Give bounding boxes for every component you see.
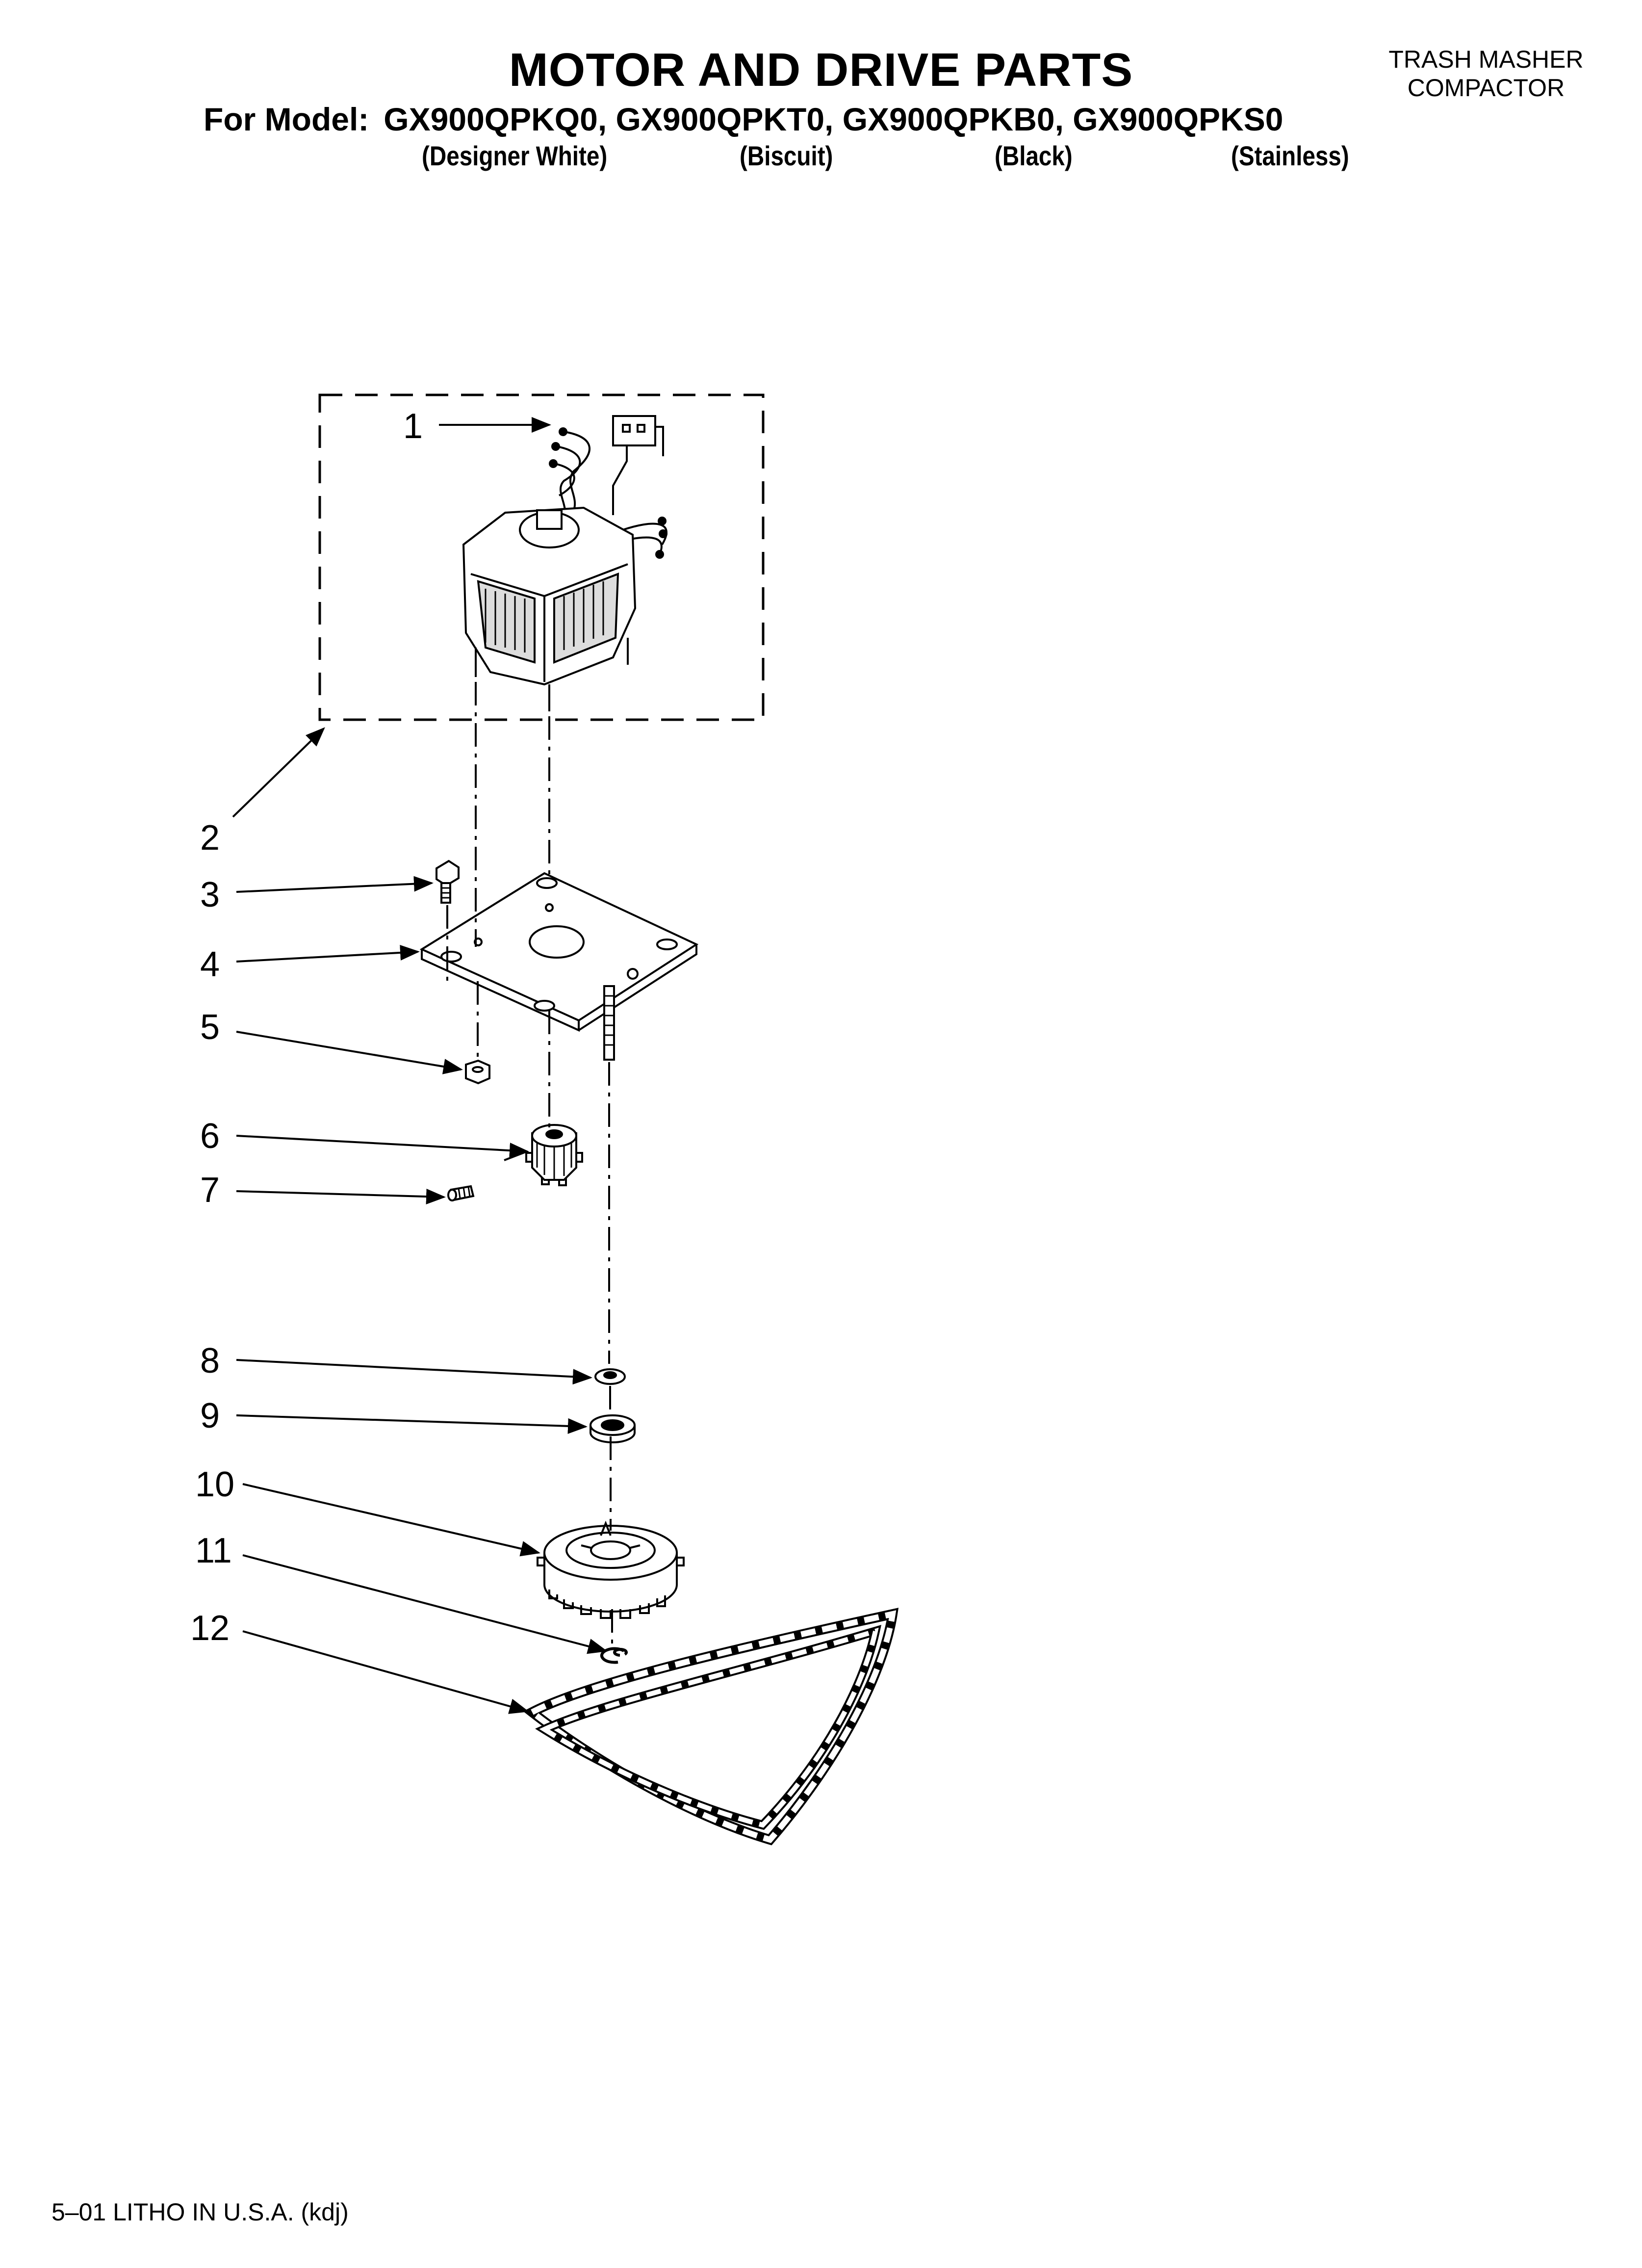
callout-11: 11 <box>195 1531 232 1570</box>
wiring-harness-part <box>549 415 667 559</box>
drive-gear-part <box>525 1124 583 1186</box>
variant-black: (Black) <box>995 140 1073 171</box>
bolt-part <box>436 860 460 904</box>
callout-9: 9 <box>200 1396 220 1435</box>
bearing-washer-part <box>590 1414 636 1443</box>
mounting-plate-part <box>419 872 699 1061</box>
callout-7: 7 <box>200 1171 220 1210</box>
set-screw-part <box>447 1185 475 1201</box>
large-sprocket-part <box>537 1520 685 1619</box>
model-numbers: GX900QPKQ0, GX900QPKT0, GX900QPKB0, GX90… <box>384 101 1283 137</box>
callout-2: 2 <box>200 818 220 858</box>
variant-stainless: (Stainless) <box>1231 140 1349 171</box>
variant-biscuit: (Biscuit) <box>740 140 833 171</box>
callout-6: 6 <box>200 1117 220 1156</box>
model-label: For Model: <box>204 101 369 137</box>
callout-4: 4 <box>200 945 220 984</box>
callout-3: 3 <box>200 875 220 914</box>
product-category: TRASH MASHER COMPACTOR <box>1354 45 1618 102</box>
callout-8: 8 <box>200 1341 220 1381</box>
product-category-line2: COMPACTOR <box>1407 74 1565 102</box>
motor-part <box>462 506 637 711</box>
drive-chain-part <box>523 1608 899 1846</box>
variant-designer-white: (Designer White) <box>422 140 608 171</box>
callout-10: 10 <box>195 1465 235 1504</box>
callout-12: 12 <box>190 1609 230 1648</box>
alignment-lines <box>446 682 613 1643</box>
page-title: MOTOR AND DRIVE PARTS <box>509 44 1133 96</box>
print-footer: 5–01 LITHO IN U.S.A. (kdj) <box>51 2198 349 2226</box>
nut-part <box>465 1059 490 1085</box>
callout-5: 5 <box>200 1008 220 1047</box>
leader-arrows <box>232 417 608 1714</box>
washer-small-part <box>594 1368 626 1385</box>
product-category-line1: TRASH MASHER <box>1388 46 1584 73</box>
model-line: For Model: GX900QPKQ0, GX900QPKT0, GX900Q… <box>204 101 1283 138</box>
callout-1: 1 <box>403 407 423 446</box>
motor-assembly-boundary <box>318 393 765 721</box>
